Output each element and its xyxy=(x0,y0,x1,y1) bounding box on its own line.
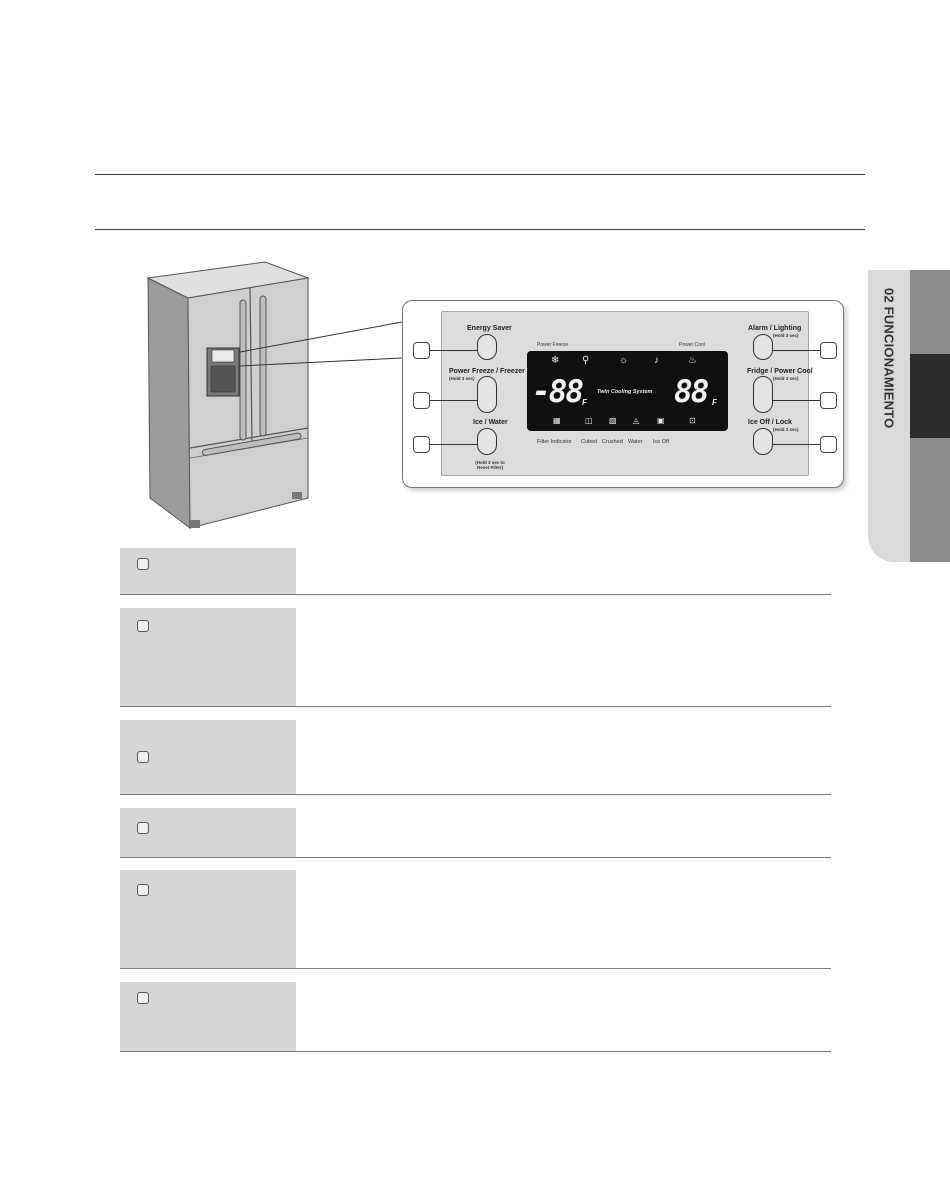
ice-water-button[interactable] xyxy=(477,428,497,455)
power-freeze-label: Power Freeze / Freezer xyxy=(449,368,525,375)
crushed-ice-icon: ▧ xyxy=(609,416,617,425)
leader-line xyxy=(430,350,478,351)
faucet-icon: ⚲ xyxy=(582,355,590,366)
row-divider xyxy=(120,594,831,595)
ice-water-label: Ice / Water xyxy=(473,419,508,426)
tab-band xyxy=(910,438,950,562)
leader-line xyxy=(430,444,478,445)
feature-callout-box xyxy=(137,884,149,896)
power-freeze-hint: (Hold 3 sec) xyxy=(449,376,475,381)
fridge-power-cool-hint: (Hold 3 sec) xyxy=(773,376,799,381)
feature-callout-box xyxy=(137,558,149,570)
feature-name-cell xyxy=(120,548,296,595)
row-divider xyxy=(120,968,831,969)
filter-indicator-label: Filter Indicator xyxy=(537,439,572,445)
header-rule-top xyxy=(95,174,865,175)
lcd-display xyxy=(527,351,728,431)
ice-off-lock-label: Ice Off / Lock xyxy=(748,419,792,426)
cubed-label: Cubed xyxy=(581,439,598,445)
callout-box xyxy=(820,342,837,359)
leader-line xyxy=(772,350,820,351)
light-bulb-icon: ☼ xyxy=(619,355,629,366)
row-divider xyxy=(120,1051,831,1052)
feature-row xyxy=(120,608,831,707)
alarm-lighting-label: Alarm / Lighting xyxy=(748,325,802,332)
twin-cooling-label: Twin Cooling System xyxy=(597,389,653,395)
leader-line xyxy=(430,400,478,401)
feature-callout-box xyxy=(137,620,149,632)
feature-callout-box xyxy=(137,822,149,834)
energy-saver-button[interactable] xyxy=(477,334,497,360)
feature-callout-box xyxy=(137,992,149,1004)
row-divider xyxy=(120,706,831,707)
callout-box xyxy=(820,436,837,453)
fridge-temperature-unit: F xyxy=(712,398,717,407)
snowflake-icon: ❄ xyxy=(551,355,560,366)
ice-off-lock-button[interactable] xyxy=(753,428,773,455)
ice-off-icon: ▣ xyxy=(657,416,665,425)
feature-row xyxy=(120,720,831,795)
callout-box xyxy=(413,342,430,359)
water-drop-icon: ◬ xyxy=(633,416,640,425)
water-label: Water xyxy=(628,439,643,445)
freezer-temperature-unit: F xyxy=(582,398,587,407)
row-divider xyxy=(120,794,831,795)
energy-saver-label: Energy Saver xyxy=(467,325,512,332)
tab-band-active xyxy=(910,354,950,438)
fridge-temperature: 88 xyxy=(674,374,709,410)
feature-row xyxy=(120,548,831,595)
chapter-tab: 02 FUNCIONAMIENTO xyxy=(868,270,950,562)
chapter-label: 02 FUNCIONAMIENTO xyxy=(881,288,897,429)
header-rule-bottom xyxy=(95,229,865,230)
tab-band xyxy=(910,270,950,354)
feature-row xyxy=(120,870,831,969)
feature-name-cell xyxy=(120,808,296,858)
filter-icon: ▦ xyxy=(553,416,561,425)
ice-off-lock-hint: (Hold 3 sec) xyxy=(773,427,799,432)
control-panel-figure: Energy Saver Power Freeze / Freezer (Hol… xyxy=(0,0,950,540)
ice-water-hint: (Hold 3 sec to Reset Filter) xyxy=(475,460,505,470)
feature-row xyxy=(120,808,831,858)
fridge-power-cool-label: Fridge / Power Cool xyxy=(747,368,813,375)
feature-row xyxy=(120,982,831,1052)
fridge-power-cool-button[interactable] xyxy=(753,376,773,413)
feature-callout-box xyxy=(137,751,149,763)
power-freeze-button[interactable] xyxy=(477,376,497,413)
power-cool-icon: ♨ xyxy=(688,355,697,366)
callout-box xyxy=(413,436,430,453)
ice-off-label: Ice Off xyxy=(653,439,670,445)
freezer-temperature: -88 xyxy=(532,374,584,410)
leader-line xyxy=(772,444,820,445)
feature-name-cell xyxy=(120,870,296,969)
refrigerator-illustration xyxy=(146,261,403,530)
crushed-label: Crushed xyxy=(602,439,623,445)
row-divider xyxy=(120,857,831,858)
callout-box xyxy=(413,392,430,409)
speaker-icon: ♪ xyxy=(654,355,659,366)
alarm-lighting-hint: (Hold 3 sec) xyxy=(773,333,799,338)
feature-name-cell xyxy=(120,982,296,1052)
leader-line xyxy=(772,400,820,401)
lock-icon: ⊡ xyxy=(689,416,696,425)
cubed-ice-icon: ◫ xyxy=(585,416,593,425)
power-freeze-indicator-label: Power Freeze xyxy=(537,342,569,348)
feature-name-cell xyxy=(120,720,296,795)
callout-box xyxy=(820,392,837,409)
feature-name-cell xyxy=(120,608,296,707)
power-cool-indicator-label: Power Cool xyxy=(679,342,705,348)
alarm-lighting-button[interactable] xyxy=(753,334,773,360)
